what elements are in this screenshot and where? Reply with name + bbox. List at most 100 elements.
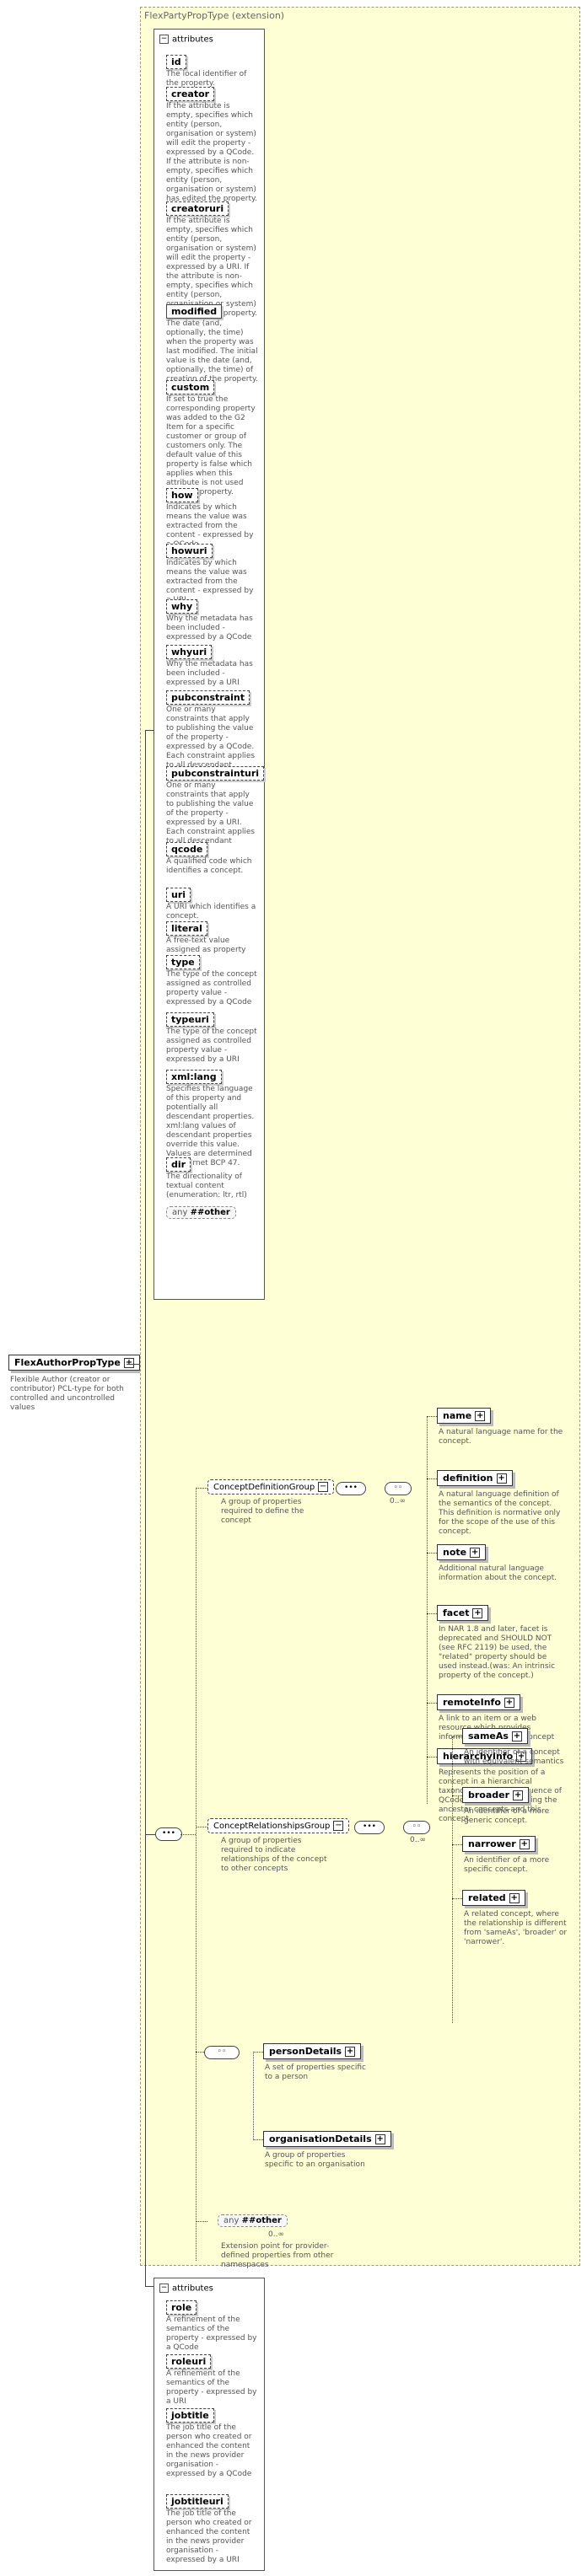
element-related[interactable]: related+ [462,1890,525,1906]
expand-icon[interactable]: + [374,2134,385,2144]
attribute-description: The job title of the person who created … [166,2509,252,2564]
connector [452,1844,462,1845]
connector [452,1736,462,1737]
collapse-icon[interactable]: − [159,2284,169,2293]
concept-relationships-group[interactable]: ConceptRelationshipsGroup− [207,1818,350,1833]
element-label: name [443,1410,472,1421]
connector [145,730,153,731]
attribute-xml-lang[interactable]: xml:lang [166,1070,222,1084]
expand-icon[interactable]: + [516,1752,527,1762]
choice-branch-line [427,1416,428,1804]
connector [145,1834,155,1835]
element-description: An identifier of a more generic concept. [464,1807,550,1825]
expand-icon[interactable]: + [475,1411,486,1421]
expand-icon[interactable]: + [504,1698,514,1708]
element-note[interactable]: note+ [437,1544,487,1560]
attribute-custom[interactable]: custom [166,380,215,394]
connector [180,1834,196,1835]
attribute-literal[interactable]: literal [166,921,207,936]
sequence-branch-line [196,1488,197,2261]
attribute-dir[interactable]: dir [166,1157,191,1172]
any-other-element[interactable]: any ##other [218,2214,288,2227]
expand-icon[interactable]: + [496,1473,507,1484]
sequence-compositor: ••• [336,1482,366,1495]
element-description: An identifier of a concept with equivale… [464,1748,564,1766]
any-prefix: any [223,2216,240,2225]
expand-icon[interactable]: + [519,1839,530,1849]
attribute-uri[interactable]: uri [166,888,191,902]
element-description: A natural language name for the concept. [439,1428,563,1446]
group-description: A group of properties required to define… [221,1498,304,1525]
expand-icon[interactable]: + [472,1608,483,1618]
group-label: ConceptRelationshipsGroup [213,1822,331,1831]
root-element[interactable]: FlexAuthorPropType+ [8,1355,140,1371]
attribute-pubconstrainturi[interactable]: pubconstrainturi [166,766,265,781]
group-label: ConceptDefinitionGroup [213,1483,315,1492]
element-sameAs[interactable]: sameAs+ [462,1728,528,1744]
attribute-jobtitle[interactable]: jobtitle [166,2408,214,2423]
any-other-description: Extension point for provider-defined pro… [221,2242,334,2269]
attribute-qcode[interactable]: qcode [166,842,208,856]
occurs-label: 0..∞ [268,2230,284,2239]
choice-branch-line [452,1736,453,2023]
attribute-creatoruri[interactable]: creatoruri [166,201,229,216]
occurs-label: 0..∞ [410,1836,426,1844]
element-label: facet [443,1607,470,1618]
element-label: note [443,1547,467,1558]
expand-icon[interactable]: − [333,1821,344,1831]
attribute-creator[interactable]: creator [166,87,215,101]
choice-compositor: ◦◦ [403,1821,430,1834]
attribute-id[interactable]: id [166,55,186,69]
element-personDetails[interactable]: personDetails+ [263,2043,362,2059]
expand-icon[interactable]: + [345,2047,356,2057]
connector [196,1488,207,1489]
attribute-role[interactable]: role [166,2300,197,2315]
connector [145,2286,153,2287]
any-label: ##other [190,1208,230,1217]
element-organisationDetails[interactable]: organisationDetails+ [263,2131,391,2147]
root-element-label: FlexAuthorPropType [14,1357,121,1368]
attribute-pubconstraint[interactable]: pubconstraint [166,690,250,705]
expand-icon[interactable]: + [511,1731,522,1741]
root-description: Flexible Author (creator or contributor)… [10,1376,124,1412]
element-definition[interactable]: definition+ [437,1470,513,1486]
attributes-header: −attributes [159,2284,213,2294]
attribute-description: Why the metadata has been included - exp… [166,660,253,687]
element-narrower[interactable]: narrower+ [462,1836,536,1852]
expand-icon[interactable]: + [513,1790,524,1801]
connector [427,1613,437,1614]
connector [427,1553,437,1554]
sequence-compositor: ••• [354,1821,385,1834]
element-facet[interactable]: facet+ [437,1605,489,1621]
element-remoteInfo[interactable]: remoteInfo+ [437,1694,520,1710]
attribute-roleuri[interactable]: roleuri [166,2354,212,2369]
choice-compositor: ◦◦ [204,2046,240,2059]
expand-icon[interactable]: + [509,1893,520,1903]
expand-icon[interactable]: + [123,1358,134,1368]
element-name[interactable]: name+ [437,1408,492,1424]
extension-label: FlexPartyPropType (extension) [144,10,285,21]
attribute-description: The type of the concept assigned as cont… [166,970,257,1006]
element-description: An identifier of a more specific concept… [464,1856,550,1874]
attribute-type[interactable]: type [166,955,200,969]
attribute-description: The type of the concept assigned as cont… [166,1028,257,1064]
any-other-attribute[interactable]: any ##other [166,1206,236,1219]
expand-icon[interactable]: − [318,1482,329,1492]
element-hierarchyInfo[interactable]: hierarchyInfo+ [437,1748,533,1764]
attribute-whyuri[interactable]: whyuri [166,645,213,659]
expand-icon[interactable]: + [470,1548,481,1558]
attribute-jobtitleuri[interactable]: jobtitleuri [166,2494,229,2509]
element-broader[interactable]: broader+ [462,1787,530,1803]
attribute-description: Specifies the language of this property … [166,1085,255,1167]
attribute-modified[interactable]: modified [166,304,223,319]
collapse-icon[interactable]: − [159,35,169,44]
attribute-how[interactable]: how [166,488,198,502]
element-label: sameAs [468,1731,509,1741]
attribute-description: A URI which identifies a concept. [166,903,256,920]
attribute-howuri[interactable]: howuri [166,544,213,558]
concept-definition-group[interactable]: ConceptDefinitionGroup− [207,1479,335,1495]
attribute-typeuri[interactable]: typeuri [166,1012,214,1027]
attribute-why[interactable]: why [166,599,198,614]
attribute-description: A qualified code which identifies a conc… [166,857,252,875]
